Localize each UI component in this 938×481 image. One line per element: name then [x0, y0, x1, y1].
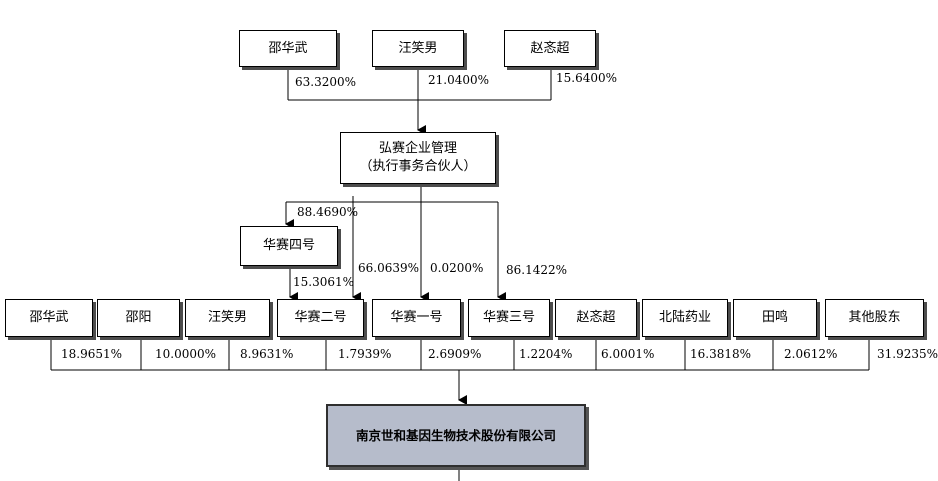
shareholder-name: 华赛三号	[482, 310, 535, 325]
shareholder-pct: 1.2204%	[519, 347, 573, 361]
shareholder-pct: 2.6909%	[428, 347, 482, 361]
top-holder-name: 赵忞超	[530, 40, 570, 56]
shareholder-name: 北陆药业	[658, 310, 711, 325]
shareholder-box: 汪笑男	[185, 299, 270, 337]
shareholder-box: 邵阳	[97, 299, 180, 337]
shareholder-pct: 16.3818%	[690, 347, 752, 361]
shareholder-pct: 18.9651%	[61, 347, 123, 361]
company-box: 南京世和基因生物技术股份有限公司	[326, 404, 586, 467]
shareholder-box: 赵忞超	[555, 299, 637, 337]
shareholder-name: 邵华武	[29, 310, 69, 325]
shareholder-pct: 8.9631%	[240, 347, 294, 361]
top-holder-box: 汪笑男	[372, 30, 464, 67]
shareholder-pct: 10.0000%	[155, 347, 217, 361]
shareholder-name: 赵忞超	[576, 310, 616, 325]
hs4-box: 华赛四号	[240, 226, 338, 266]
shareholder-box: 华赛二号	[277, 299, 364, 337]
shareholder-pct: 1.7939%	[338, 347, 392, 361]
top-holder-box: 赵忞超	[504, 30, 596, 67]
hs4-to-hs2-pct: 15.3061%	[293, 275, 355, 289]
top-holder-name: 邵华武	[268, 40, 308, 56]
gp-name: 弘赛企业管理	[378, 141, 457, 156]
shareholder-box: 华赛一号	[372, 299, 461, 337]
gp-link-pct-hs1: 0.0200%	[430, 261, 484, 275]
gp-link-pct-hs4: 88.4690%	[297, 205, 359, 219]
top-holder-pct: 63.3200%	[295, 75, 357, 89]
shareholder-name: 田鸣	[761, 310, 788, 325]
gp-link-pct-hs2: 66.0639%	[358, 261, 420, 275]
gp-box: 弘赛企业管理 （执行事务合伙人）	[340, 132, 496, 184]
shareholder-name: 华赛一号	[390, 310, 443, 325]
shareholder-name: 华赛二号	[294, 310, 347, 325]
shareholder-box: 华赛三号	[468, 299, 550, 337]
shareholder-box: 田鸣	[733, 299, 817, 337]
shareholder-name: 邵阳	[125, 310, 152, 325]
top-holder-pct: 15.6400%	[556, 71, 618, 85]
top-holder-box: 邵华武	[239, 30, 337, 67]
gp-role: （执行事务合伙人）	[359, 159, 477, 174]
top-holder-pct: 21.0400%	[428, 73, 490, 87]
hs4-name: 华赛四号	[262, 238, 315, 253]
shareholder-name: 汪笑男	[207, 310, 247, 325]
company-name: 南京世和基因生物技术股份有限公司	[355, 427, 556, 443]
shareholder-pct: 6.0001%	[601, 347, 655, 361]
shareholder-box: 其他股东	[825, 299, 924, 337]
shareholder-box: 邵华武	[5, 299, 93, 337]
top-holder-name: 汪笑男	[398, 40, 438, 56]
gp-link-pct-hs3: 86.1422%	[506, 263, 568, 277]
shareholder-box: 北陆药业	[642, 299, 728, 337]
shareholder-pct: 2.0612%	[784, 347, 838, 361]
shareholder-name: 其他股东	[848, 310, 901, 325]
shareholder-pct: 31.9235%	[877, 347, 938, 361]
